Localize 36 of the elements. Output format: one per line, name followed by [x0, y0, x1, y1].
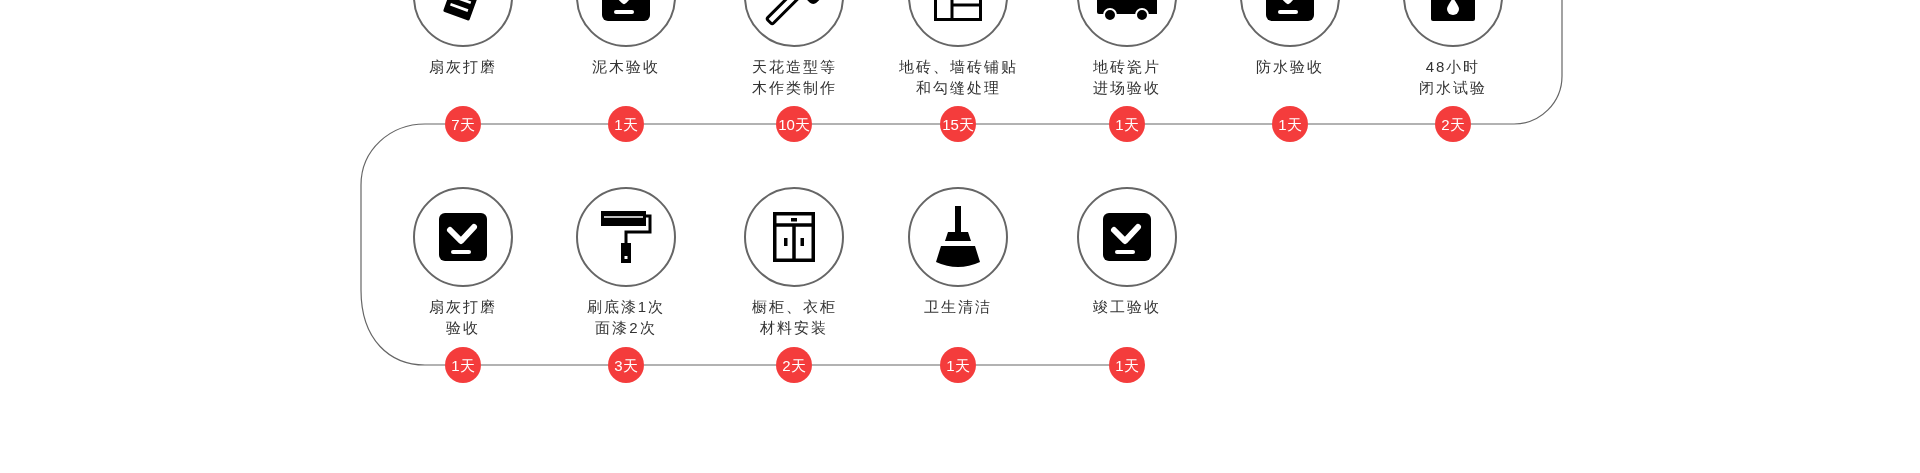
- duration-badge: 7天: [445, 106, 481, 142]
- duration-badge: 1天: [608, 106, 644, 142]
- connector-line: [1144, 123, 1273, 125]
- duration-badge: 15天: [940, 106, 976, 142]
- duration-badge: 1天: [1109, 106, 1145, 142]
- step-label: 扇灰打磨: [428, 57, 498, 77]
- connector-line: [480, 123, 609, 125]
- step-label: 卫生清洁: [923, 297, 993, 317]
- step-label: 地砖、墙砖铺贴和勾缝处理: [897, 57, 1019, 98]
- connector-line: [811, 123, 941, 125]
- duration-badge: 1天: [1109, 347, 1145, 383]
- step-label: 刷底漆1次面漆2次: [585, 297, 667, 338]
- step-label: 防水验收: [1255, 57, 1325, 77]
- connector-line: [1307, 123, 1436, 125]
- connector-line: [811, 364, 941, 366]
- step-label: 泥木验收: [591, 57, 661, 77]
- duration-badge: 1天: [940, 347, 976, 383]
- duration-badge: 2天: [776, 347, 812, 383]
- connector-line: [360, 123, 446, 366]
- connector-line: [480, 364, 609, 366]
- step-label: 竣工验收: [1092, 297, 1162, 317]
- connector-line: [975, 364, 1110, 366]
- step-label: 橱柜、衣柜材料安装: [750, 297, 838, 338]
- duration-badge: 1天: [445, 347, 481, 383]
- step-label: 48小时闭水试验: [1418, 57, 1488, 98]
- connector-line: [643, 123, 777, 125]
- duration-badge: 10天: [776, 106, 812, 142]
- duration-badge: 3天: [608, 347, 644, 383]
- step-label: 天花造型等木作类制作: [750, 57, 838, 98]
- connector-line: [975, 123, 1110, 125]
- step-label: 扇灰打磨验收: [428, 297, 498, 338]
- duration-badge: 1天: [1272, 106, 1308, 142]
- connector-line: [643, 364, 777, 366]
- step-label: 地砖瓷片进场验收: [1092, 57, 1162, 98]
- connector-line: [1470, 0, 1563, 125]
- duration-badge: 2天: [1435, 106, 1471, 142]
